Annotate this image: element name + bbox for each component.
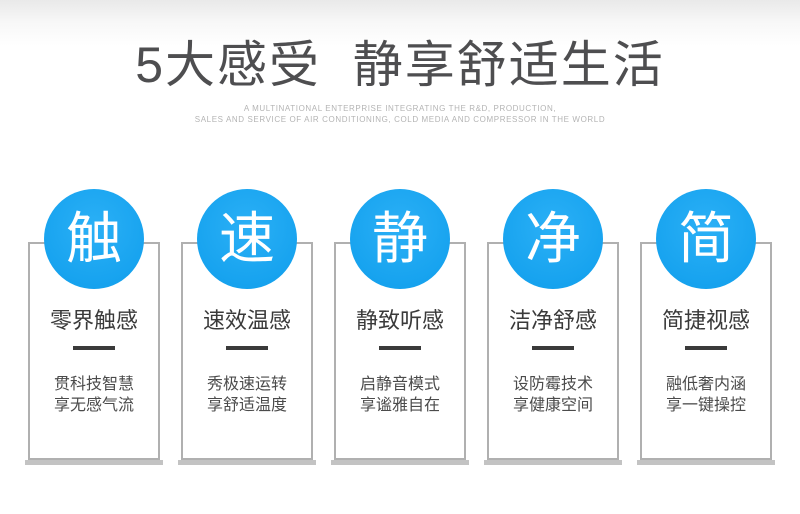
feature-card: 洁净舒感 设防霉技术 享健康空间: [484, 242, 622, 465]
feature-column-speed: 速 速效温感 秀极速运转 享舒适温度: [178, 189, 316, 465]
subtitle-line-2: SALES AND SERVICE OF AIR CONDITIONING, C…: [194, 115, 606, 124]
clean-badge-circle: 净: [503, 189, 603, 289]
heading-underline: [226, 346, 268, 350]
card-heading: 洁净舒感: [508, 308, 597, 333]
banner-header: 5大感受 静享舒适生活 A MULTINATIONAL ENTERPRISE I…: [0, 36, 800, 125]
card-heading: 简捷视感: [661, 308, 750, 333]
feature-column-simple: 简 简捷视感 融低奢内涵 享一键操控: [637, 189, 775, 465]
desc-line-1: 秀极速运转: [206, 376, 287, 393]
feature-column-clean: 净 洁净舒感 设防霉技术 享健康空间: [484, 189, 622, 465]
card-heading: 速效温感: [202, 308, 291, 333]
desc-line-2: 享谧雅自在: [359, 397, 440, 414]
desc-line-2: 享无感气流: [53, 397, 134, 414]
desc-line-2: 享舒适温度: [206, 397, 287, 414]
card-heading: 零界触感: [49, 308, 138, 333]
desc-line-2: 享一键操控: [665, 397, 746, 414]
heading-underline: [73, 346, 115, 350]
card-description: 设防霉技术 享健康空间: [489, 374, 617, 416]
card-description: 秀极速运转 享舒适温度: [183, 374, 311, 416]
desc-line-2: 享健康空间: [512, 397, 593, 414]
card-heading: 静致听感: [355, 308, 444, 333]
heading-underline: [532, 346, 574, 350]
touch-badge-circle: 触: [44, 189, 144, 289]
desc-line-1: 启静音模式: [359, 376, 440, 393]
simple-badge-circle: 简: [656, 189, 756, 289]
speed-badge-circle: 速: [197, 189, 297, 289]
feature-card: 静致听感 启静音模式 享谧雅自在: [331, 242, 469, 465]
page-title: 5大感受 静享舒适生活: [135, 37, 665, 93]
page-subtitle: A MULTINATIONAL ENTERPRISE INTEGRATING T…: [0, 103, 800, 125]
card-description: 贯科技智慧 享无感气流: [30, 374, 158, 416]
desc-line-1: 融低奢内涵: [665, 376, 746, 393]
quiet-badge-circle: 静: [350, 189, 450, 289]
card-description: 启静音模式 享谧雅自在: [336, 374, 464, 416]
subtitle-line-1: A MULTINATIONAL ENTERPRISE INTEGRATING T…: [243, 104, 557, 113]
heading-underline: [379, 346, 421, 350]
feature-column-touch: 触 零界触感 贯科技智慧 享无感气流: [25, 189, 163, 465]
feature-columns: 触 零界触感 贯科技智慧 享无感气流 速 速效温感 秀极速运转 享舒适温度: [0, 189, 800, 465]
feature-column-quiet: 静 静致听感 启静音模式 享谧雅自在: [331, 189, 469, 465]
desc-line-1: 贯科技智慧: [53, 376, 134, 393]
card-description: 融低奢内涵 享一键操控: [642, 374, 770, 416]
heading-underline: [685, 346, 727, 350]
desc-line-1: 设防霉技术: [512, 376, 593, 393]
